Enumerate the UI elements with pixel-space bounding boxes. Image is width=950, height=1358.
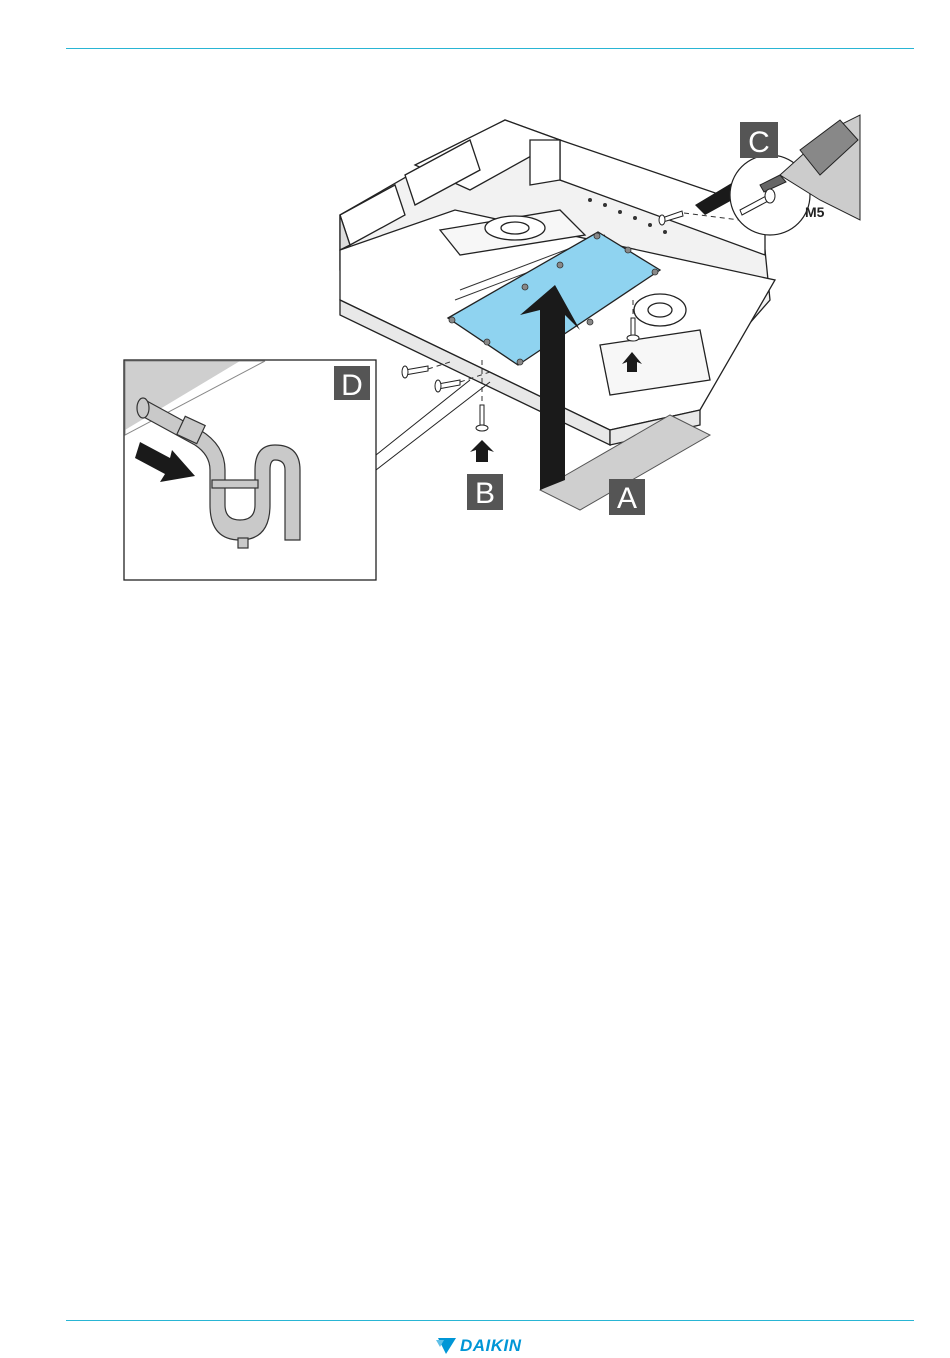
callout-a: A bbox=[609, 479, 645, 515]
screw-size-label: M5 bbox=[805, 204, 825, 220]
callout-b: B bbox=[467, 474, 503, 510]
callout-d-label: D bbox=[341, 369, 363, 402]
brand-name: DAIKIN bbox=[460, 1336, 522, 1356]
siphon-inset: D bbox=[124, 360, 490, 580]
daikin-logo-icon bbox=[436, 1338, 456, 1354]
daikin-logo: DAIKIN bbox=[436, 1334, 522, 1358]
callout-c-label: C bbox=[748, 126, 770, 159]
footer-rule bbox=[66, 1320, 914, 1321]
callout-c: C bbox=[740, 122, 778, 159]
callout-b-label: B bbox=[475, 477, 495, 510]
callout-a-label: A bbox=[617, 482, 637, 515]
